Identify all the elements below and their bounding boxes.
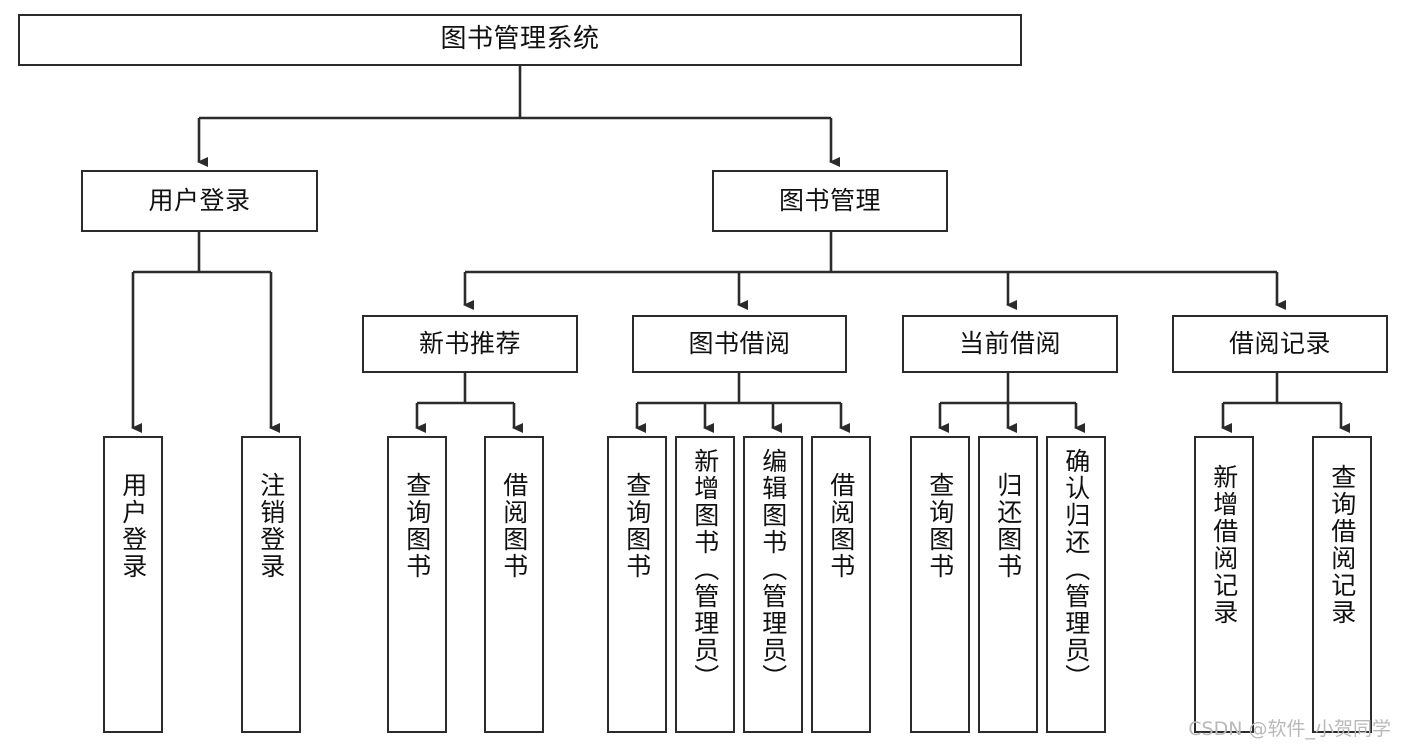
node-leaf-confirm-return[interactable]: 确认归还（管理员） [1046,436,1106,733]
node-leaf-add-record-label: 新增借阅记录 [1209,464,1239,626]
node-leaf-query-book-2-label: 查询图书 [622,472,652,580]
node-leaf-confirm-return-label: 确认归还（管理员） [1061,448,1091,691]
node-leaf-query-book-1-label: 查询图书 [402,472,432,580]
node-root-label: 图书管理系统 [440,24,600,55]
node-root[interactable]: 图书管理系统 [18,14,1022,66]
node-leaf-logout-login-label: 注销登录 [256,472,286,580]
node-book-management[interactable]: 图书管理 [712,170,948,232]
node-leaf-borrow-book-1-label: 借阅图书 [499,472,529,580]
node-leaf-borrow-book-2[interactable]: 借阅图书 [811,436,871,733]
node-leaf-borrow-book-2-label: 借阅图书 [826,472,856,580]
node-borrow-record-label: 借阅记录 [1228,329,1331,358]
node-leaf-return-book[interactable]: 归还图书 [978,436,1038,733]
node-user-login-label: 用户登录 [148,186,251,215]
node-leaf-edit-book-label: 编辑图书（管理员） [758,448,788,691]
node-leaf-logout-login[interactable]: 注销登录 [241,436,301,733]
node-user-login[interactable]: 用户登录 [81,170,318,232]
node-book-management-label: 图书管理 [778,186,881,215]
node-leaf-add-record[interactable]: 新增借阅记录 [1194,436,1254,733]
node-book-borrow-label: 图书借阅 [688,329,791,358]
node-leaf-user-login-label: 用户登录 [118,472,148,580]
node-leaf-user-login[interactable]: 用户登录 [103,436,163,733]
node-leaf-query-book-3[interactable]: 查询图书 [910,436,970,733]
node-leaf-query-book-2[interactable]: 查询图书 [607,436,667,733]
node-leaf-add-book[interactable]: 新增图书（管理员） [675,436,735,733]
node-leaf-query-book-3-label: 查询图书 [925,472,955,580]
watermark-text: CSDN @软件_小贺同学 [1188,718,1391,740]
node-leaf-query-book-1[interactable]: 查询图书 [387,436,447,733]
node-leaf-query-record-label: 查询借阅记录 [1327,464,1357,626]
node-leaf-borrow-book-1[interactable]: 借阅图书 [484,436,544,733]
node-leaf-add-book-label: 新增图书（管理员） [690,448,720,691]
node-leaf-return-book-label: 归还图书 [993,472,1023,580]
node-borrow-record[interactable]: 借阅记录 [1172,315,1388,373]
node-leaf-edit-book[interactable]: 编辑图书（管理员） [743,436,803,733]
node-new-book-recommend[interactable]: 新书推荐 [362,315,578,373]
node-current-borrow-label: 当前借阅 [958,329,1061,358]
node-leaf-query-record[interactable]: 查询借阅记录 [1312,436,1372,733]
node-book-borrow[interactable]: 图书借阅 [632,315,847,373]
node-current-borrow[interactable]: 当前借阅 [902,315,1118,373]
node-new-book-recommend-label: 新书推荐 [418,329,521,358]
